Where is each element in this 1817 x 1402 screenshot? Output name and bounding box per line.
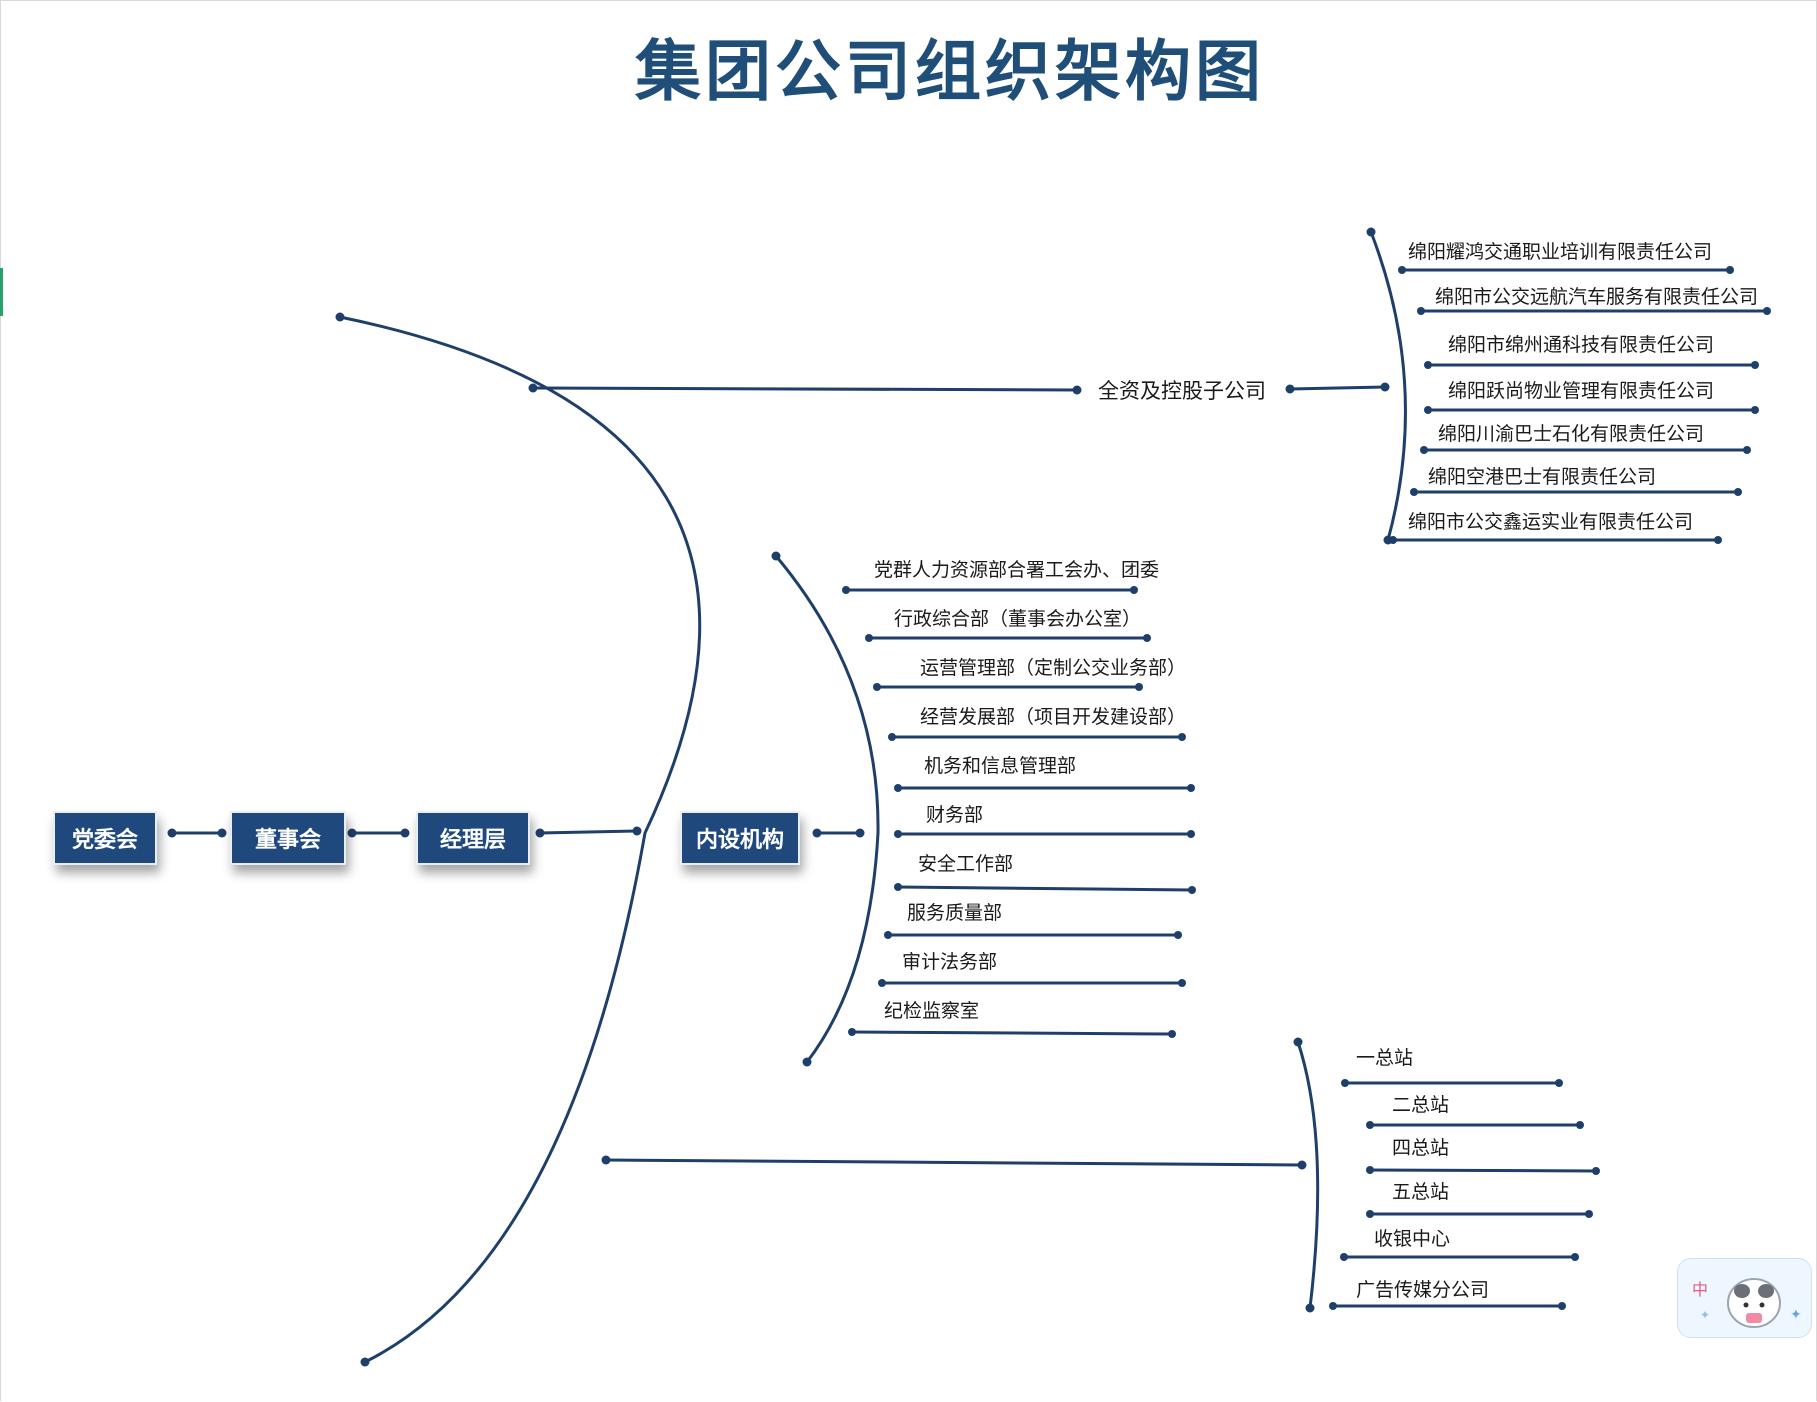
subsidiary-item: 绵阳市公交远航汽车服务有限责任公司 <box>1435 286 1759 308</box>
subsidiary-bracket <box>1369 230 1407 542</box>
station-item: 二总站 <box>1392 1094 1450 1116</box>
main-bracket <box>338 315 702 1364</box>
subsidiary-item: 绵阳市公交鑫运实业有限责任公司 <box>1408 511 1694 533</box>
node-management: 经理层 <box>416 811 530 865</box>
connector-manager-bracket <box>538 829 639 835</box>
subsidiary-item: 绵阳市绵州通科技有限责任公司 <box>1448 334 1715 356</box>
department-item: 行政综合部（董事会办公室） <box>894 608 1142 630</box>
subsidiary-item: 绵阳耀鸿交通职业培训有限责任公司 <box>1408 241 1713 263</box>
ime-sticker-widget[interactable]: 中 ✦ ✦ <box>1677 1258 1812 1338</box>
svg-text:中: 中 <box>1692 1280 1708 1299</box>
subsidiary-item: 绵阳空港巴士有限责任公司 <box>1428 466 1657 488</box>
station-item: 收银中心 <box>1374 1228 1451 1250</box>
station-item: 一总站 <box>1356 1047 1414 1069</box>
subsidiary-group-label: 全资及控股子公司 <box>1098 379 1266 403</box>
subsidiary-item: 绵阳跃尚物业管理有限责任公司 <box>1448 380 1715 402</box>
station-item: 五总站 <box>1392 1181 1450 1203</box>
department-item: 服务质量部 <box>907 902 1003 924</box>
station-item: 四总站 <box>1392 1137 1450 1159</box>
department-item: 党群人力资源部合署工会办、团委 <box>874 559 1160 581</box>
department-item: 安全工作部 <box>918 853 1014 875</box>
department-item: 机务和信息管理部 <box>924 755 1077 777</box>
chart-title: 集团公司组织架构图 <box>635 32 1265 110</box>
station-item: 广告传媒分公司 <box>1356 1279 1490 1301</box>
branch-subsidiaries <box>531 386 1079 392</box>
department-item: 经营发展部（项目开发建设部） <box>920 706 1187 728</box>
node-internal-departments: 内设机构 <box>680 811 800 865</box>
cat-mascot-icon: 中 ✦ ✦ <box>1692 1278 1802 1328</box>
branch-stations <box>604 1158 1304 1167</box>
svg-text:✦: ✦ <box>1700 1308 1710 1322</box>
connector-subsidiary-group <box>1288 385 1387 391</box>
node-board-of-directors: 董事会 <box>230 811 346 865</box>
department-item: 运营管理部（定制公交业务部） <box>920 657 1187 679</box>
subsidiary-item: 绵阳川渝巴士石化有限责任公司 <box>1438 423 1705 445</box>
node-party-committee: 党委会 <box>53 811 157 865</box>
left-edge-marker <box>0 268 3 316</box>
department-item: 纪检监察室 <box>884 1000 980 1022</box>
station-bracket <box>1296 1040 1320 1310</box>
department-item: 审计法务部 <box>902 951 998 973</box>
department-bracket <box>774 554 880 1064</box>
svg-text:✦: ✦ <box>1790 1307 1802 1323</box>
department-item: 财务部 <box>926 804 984 826</box>
